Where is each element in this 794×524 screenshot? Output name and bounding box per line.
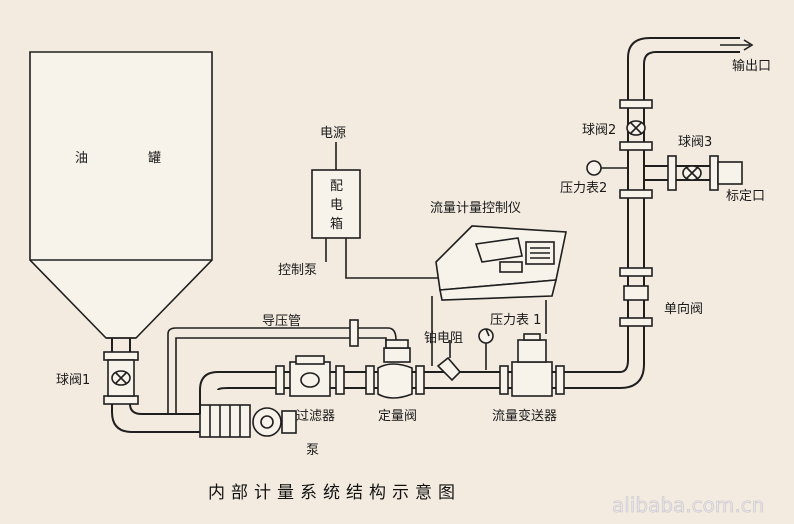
calibration-branch [644, 155, 743, 191]
impulse-tube-label: 导压管 [262, 314, 301, 329]
distribution-box-label-2: 电 [330, 198, 343, 213]
pump-label: 泵 [306, 443, 319, 458]
metering-valve-label: 定量阀 [378, 409, 417, 424]
pressure-gauge-1-label: 压力表 1 [490, 313, 541, 328]
pressure-gauge-1-icon [478, 328, 494, 370]
pump [199, 404, 297, 438]
ball-valve-3-label: 球阀3 [678, 135, 712, 150]
ball-valve-3-icon [682, 165, 702, 181]
ball-valve-2-icon [626, 120, 646, 136]
power-source-label: 电源 [320, 126, 346, 141]
flow-transmitter-label: 流量变送器 [492, 408, 557, 424]
distribution-box-label-1: 配 [330, 179, 343, 194]
vertical-riser [619, 37, 740, 389]
flow-controller-label: 流量计量控制仪 [430, 201, 521, 216]
watermark: alibaba.com.cn [612, 493, 764, 517]
check-valve-label: 单向阀 [664, 301, 703, 317]
pump-control-label: 控制泵 [278, 263, 317, 278]
flow-transmitter [499, 333, 565, 397]
platinum-resistor-label: 铂电阻 [424, 330, 463, 346]
distribution-box [311, 169, 361, 239]
impulse-tube-line-inner [175, 337, 350, 414]
filter-label: 过滤器 [296, 409, 335, 424]
calibration-port-label: 标定口 [726, 189, 765, 204]
impulse-tube-to-valve-inner [358, 337, 387, 352]
oil-tank-label-1: 油 [75, 151, 88, 166]
platinum-resistor [436, 340, 462, 382]
metering-valve [365, 339, 425, 399]
pressure-gauge-2-label: 压力表2 [560, 181, 607, 196]
filter [275, 355, 345, 397]
ball-valve-2-label: 球阀2 [582, 123, 616, 138]
impulse-tube-flange [349, 319, 359, 347]
controller-power-line [345, 238, 440, 279]
outlet-label: 输出口 [732, 58, 771, 74]
ball-valve-1-label: 球阀1 [56, 373, 90, 388]
ball-valve-1-icon [111, 370, 131, 386]
pump-discharge-pipe [199, 371, 280, 414]
flow-controller [435, 225, 567, 301]
outlet-arrow-head-icon [743, 39, 754, 51]
caption: 内部计量系统结构示意图 [208, 483, 461, 503]
oil-tank [29, 51, 213, 339]
pressure-gauge-2-icon [586, 160, 628, 176]
impulse-tube-line-outer [167, 327, 350, 414]
oil-tank-label-2: 罐 [148, 151, 161, 166]
distribution-box-label-3: 箱 [330, 216, 343, 232]
pump-discharge-pipe-inner [217, 387, 280, 391]
